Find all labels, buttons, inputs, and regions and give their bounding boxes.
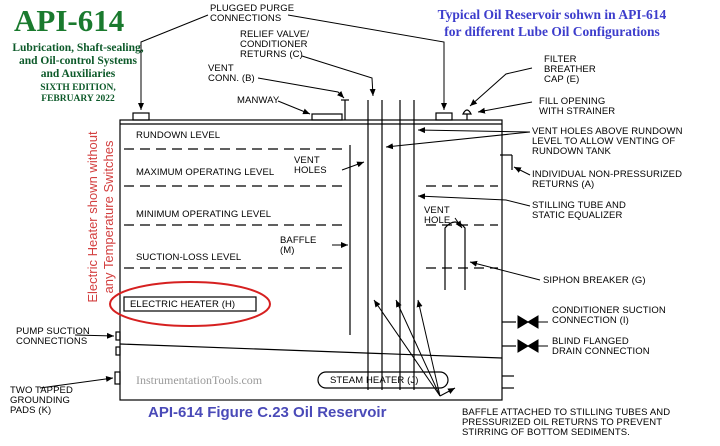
label-vent-conn: VENT CONN. (b) (208, 63, 255, 84)
siphon-breaker (444, 221, 466, 290)
heater-highlight-ellipse (109, 281, 271, 327)
label-steam-heater: STEAM HEATER (j) (330, 375, 419, 386)
figure-caption: API-614 Figure C.23 Oil Reservoir (148, 404, 387, 421)
label-non-pressurized: INDIVIDUAL NON-PRESSURIZED RETURNS (a) (532, 169, 683, 190)
label-vent-holes-above: VENT HOLES ABOVE RUNDOWN LEVEL TO ALLOW … (532, 126, 683, 157)
steam-heater (317, 371, 449, 389)
manway (311, 113, 343, 121)
label-pump-suction: PUMP SUCTION CONNECTIONS (16, 326, 90, 347)
purge-connection-right (435, 112, 453, 121)
label-grounding-pads: TWO TAPPED GROUNDING PADS (k) (10, 385, 73, 416)
label-filter-breather: FILTER BREATHER CAP (e) (544, 54, 596, 85)
label-suction-loss: SUCTION-LOSS LEVEL (136, 252, 242, 263)
label-siphon-breaker: SIPHON BREAKER (g) (543, 275, 646, 286)
label-rundown-level: RUNDOWN LEVEL (136, 130, 221, 141)
filter-breather-cap (462, 109, 472, 115)
watermark: InstrumentationTools.com (136, 373, 263, 387)
label-baffle-attached: BAFFLE ATTACHED TO STILLING TUBES AND PR… (462, 407, 671, 438)
label-plugged-purge: PLUGGED PURGE CONNECTIONS (210, 3, 295, 24)
label-manway: MANWAY (237, 95, 280, 106)
label-stilling-tube: STILLING TUBE AND STATIC EQUALIZER (532, 200, 626, 221)
tank-outline (119, 119, 503, 401)
label-min-level: MINIMUM OPERATING LEVEL (136, 209, 272, 220)
label-baffle: BAFFLE (m) (280, 235, 317, 256)
diagram-heading: Typical Oil Reservoir sohwn in API-614 f… (437, 7, 667, 39)
purge-connection-left (132, 112, 150, 121)
label-vent-hole: VENT HOLE (424, 205, 451, 226)
page-title: API-614 (14, 3, 125, 38)
edition-label: SIXTH EDITION, FEBRUARY 2022 (40, 83, 116, 104)
label-blind-flanged: BLIND FLANGED DRAIN CONNECTION (552, 336, 650, 357)
label-vent-holes: VENT HOLES (294, 155, 327, 176)
label-relief-valve: RELIEF VALVE/ CONDITIONER RETURNS (c) (240, 29, 310, 60)
label-max-level: MAXIMUM OPERATING LEVEL (136, 167, 275, 178)
label-electric-heater: ELECTRIC HEATER (h) (130, 299, 236, 310)
heater-note: Electric Heater shown without any Temper… (85, 131, 116, 303)
label-conditioner-suction: CONDITIONER SUCTION CONNECTION (i) (552, 305, 666, 326)
conditioner-suction-valve (517, 315, 539, 329)
electric-heater (123, 296, 257, 312)
label-fill-opening: FILL OPENING WITH STRAINER (539, 96, 616, 117)
standard-subtitle: Lubrication, Shaft-sealing, and Oil-cont… (12, 42, 144, 80)
sloped-bottom (119, 343, 503, 359)
drain-valve (517, 339, 539, 353)
